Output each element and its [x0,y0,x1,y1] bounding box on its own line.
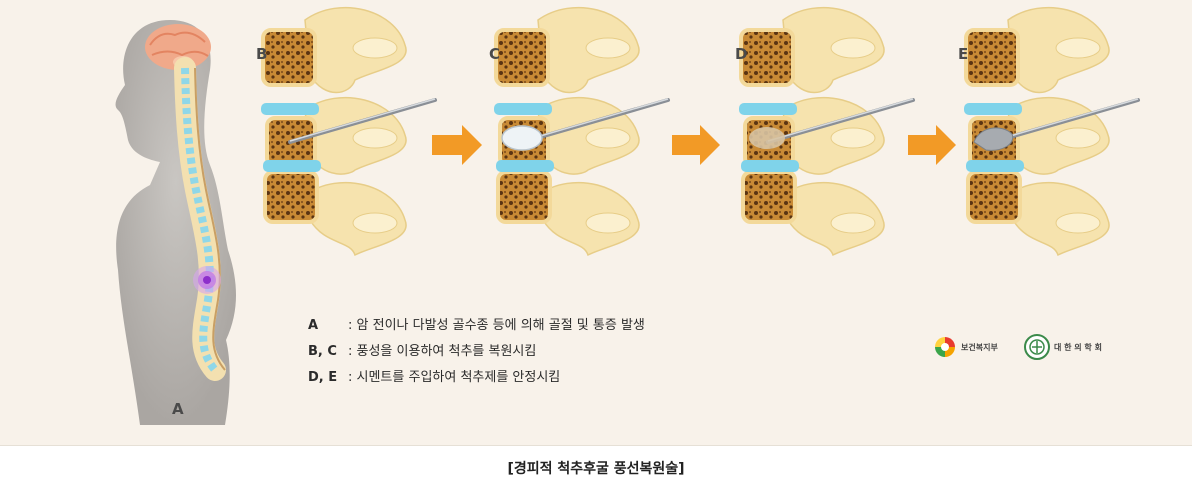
vertebra-stage-b [261,6,437,257]
needle [288,98,437,144]
intervertebral-disc [964,103,1022,115]
vertebra-body [739,28,795,87]
vertebra-process [1055,37,1101,59]
ministry-logo-icon [935,337,955,357]
vertebra-process [1055,212,1101,234]
stage-label-d: D [735,45,748,63]
intervertebral-disc [496,160,554,172]
vertebra-process [352,37,398,59]
intervertebral-disc [966,160,1024,172]
intervertebral-disc [261,103,319,115]
vertebra-body [496,170,552,224]
legend-key: B, C [308,344,337,359]
bone-cavity [749,127,785,149]
vertebra-stage-e [964,6,1140,257]
needle [766,98,915,144]
bone-cement [973,127,1014,151]
vertebra-stage-d [739,6,915,257]
legend-text: : 시멘트를 주입하여 척추제를 안정시킴 [348,370,561,385]
vertebra-process [1055,127,1101,149]
legend-key: A [308,318,319,333]
figure-caption: [경피적 척추후굴 풍선복원술] [507,461,685,477]
vertebra-process [352,127,398,149]
needle [522,98,669,142]
vertebra-process [585,212,631,234]
legend-key: D, E [308,370,338,385]
academy-logo: 대 한 의 학 회 [1024,333,1102,361]
vertebra-process [352,212,398,234]
vertebra-stage-c [494,6,670,257]
progress-arrow [432,125,482,165]
vertebra-body [261,28,317,87]
ministry-logo-name: 보건복지부 [961,342,998,352]
illustration-panel: A B C D E A : 암 전이나 다발성 골수종 등에 의해 골절 및 통증… [0,0,1192,446]
spine-illustration [115,6,1140,425]
intervertebral-disc [739,103,797,115]
pain-marker [193,266,221,294]
needle [991,98,1140,144]
vertebra-process [830,212,876,234]
intervertebral-disc [494,103,552,115]
ministry-logo: 보건복지부 [933,333,998,361]
needle [521,98,670,144]
stage-label-c: C [489,45,501,63]
balloon [501,125,543,151]
vertebra-body [966,170,1022,224]
needle [992,98,1139,142]
academy-seal-icon [1024,334,1050,360]
intervertebral-disc [263,160,321,172]
stage-label-b: B [256,45,268,63]
legend-text: : 암 전이나 다발성 골수종 등에 의해 골절 및 통증 발생 [348,318,645,333]
vertebra-process [585,127,631,149]
vertebra-process [830,37,876,59]
legend-row: A : 암 전이나 다발성 골수종 등에 의해 골절 및 통증 발생 [308,314,645,333]
needle [289,98,436,142]
spinal-column [174,57,226,381]
stage-label-e: E [958,45,969,63]
vertebra-body [263,170,319,224]
vertebra-process [585,37,631,59]
progress-arrow [672,125,720,165]
vertebra-body [741,170,797,224]
vertebra-body [494,28,550,87]
stage-label-a: A [172,400,184,418]
vertebra-body [964,28,1020,87]
academy-logo-name: 대 한 의 학 회 [1054,342,1102,352]
vertebra-process [830,127,876,149]
legend-row: D, E : 시멘트를 주입하여 척추제를 안정시킴 [308,366,560,385]
progress-arrow [908,125,956,165]
legend-row: B, C : 풍성을 이용하여 척추를 복원시킴 [308,340,536,359]
needle [767,98,914,142]
legend-text: : 풍성을 이용하여 척추를 복원시킴 [348,344,537,359]
intervertebral-disc [741,160,799,172]
